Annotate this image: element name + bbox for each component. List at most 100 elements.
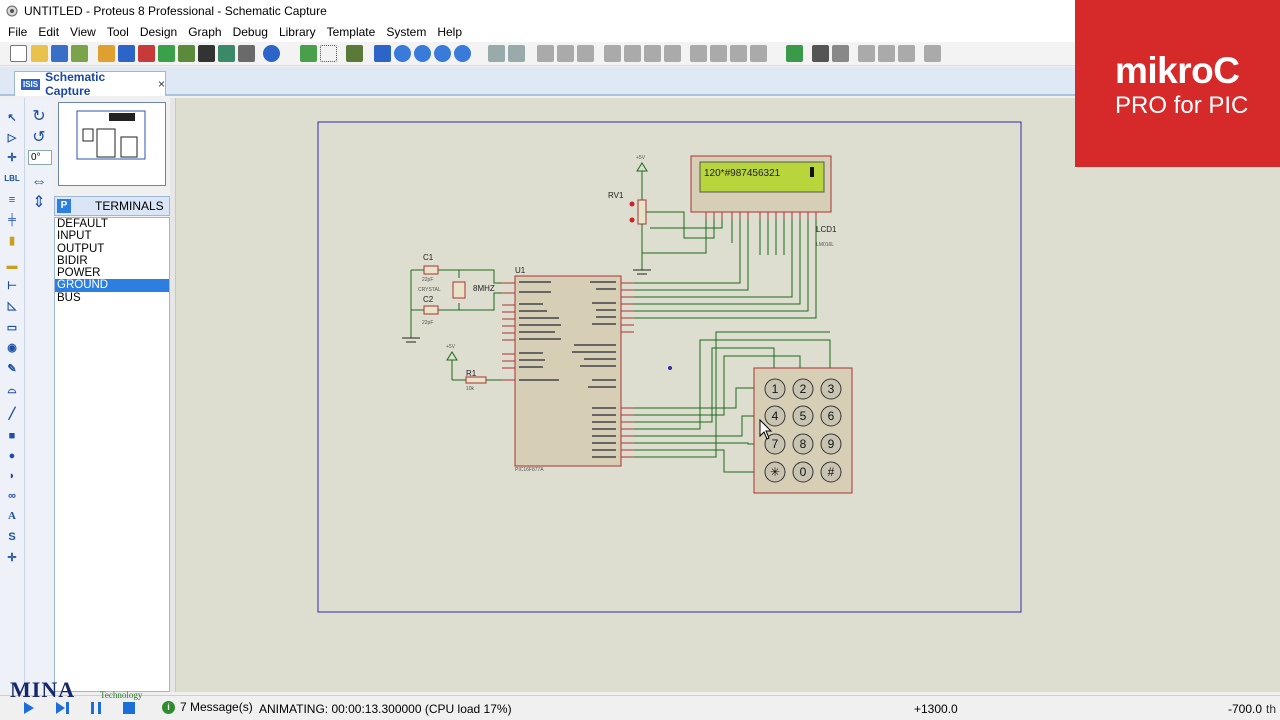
cut-icon[interactable] bbox=[537, 45, 554, 62]
copy-icon[interactable] bbox=[557, 45, 574, 62]
save-icon[interactable] bbox=[51, 45, 68, 62]
terminal-item-power[interactable]: POWER bbox=[57, 267, 101, 280]
lcd-wires bbox=[634, 211, 817, 319]
terminal-item-default[interactable]: DEFAULT bbox=[57, 218, 108, 230]
zoom-in-icon[interactable] bbox=[394, 45, 411, 62]
panel-splitter[interactable] bbox=[170, 98, 176, 692]
graph-mode-icon[interactable]: ◺ bbox=[7, 300, 17, 312]
mirror-x-icon[interactable]: ⇔ bbox=[31, 173, 47, 190]
block-copy-icon[interactable] bbox=[604, 45, 621, 62]
zoom-all-icon[interactable] bbox=[434, 45, 451, 62]
gerber-icon[interactable] bbox=[178, 45, 195, 62]
buses-icon[interactable]: ╪ bbox=[8, 214, 16, 226]
origin-icon[interactable] bbox=[346, 45, 363, 62]
pause-icon[interactable] bbox=[88, 700, 104, 716]
3d-view-icon[interactable] bbox=[158, 45, 175, 62]
decompose-icon[interactable] bbox=[750, 45, 767, 62]
delete-sheet-icon[interactable] bbox=[878, 45, 895, 62]
packaging-icon[interactable] bbox=[730, 45, 747, 62]
rotate-clockwise-icon[interactable]: ↻ bbox=[32, 108, 46, 125]
pcb-icon[interactable] bbox=[138, 45, 155, 62]
menu-library[interactable]: Library bbox=[278, 25, 316, 39]
bom-icon[interactable] bbox=[198, 45, 215, 62]
menu-edit[interactable]: Edit bbox=[38, 25, 60, 39]
refresh-icon[interactable] bbox=[300, 45, 317, 62]
search-icon[interactable] bbox=[812, 45, 829, 62]
block-rotate-icon[interactable] bbox=[644, 45, 661, 62]
circle-tool-icon[interactable]: ● bbox=[8, 450, 16, 462]
component-mode-icon[interactable]: ▷ bbox=[7, 132, 17, 144]
close-icon[interactable]: × bbox=[157, 77, 165, 91]
paste-icon[interactable] bbox=[577, 45, 594, 62]
menu-graph[interactable]: Graph bbox=[188, 25, 222, 39]
junction-dot-icon[interactable]: ✛ bbox=[7, 152, 17, 164]
new-file-icon[interactable] bbox=[10, 45, 27, 62]
line-tool-icon[interactable]: ╱ bbox=[8, 408, 16, 420]
sub-circuit-icon[interactable]: ▮ bbox=[8, 235, 16, 247]
terminal-item-bus[interactable]: BUS bbox=[57, 291, 81, 304]
help-icon[interactable] bbox=[263, 45, 280, 62]
device-pins-icon[interactable]: ⊢ bbox=[7, 280, 17, 292]
terminal-item-output[interactable]: OUTPUT bbox=[57, 242, 105, 255]
mirror-y-icon[interactable]: ⇕ bbox=[32, 194, 46, 211]
menu-view[interactable]: View bbox=[70, 25, 96, 39]
box-tool-icon[interactable]: ■ bbox=[8, 430, 16, 442]
grid-icon[interactable] bbox=[320, 45, 337, 62]
terminal-item-bidir[interactable]: BIDIR bbox=[57, 254, 88, 267]
zoom-area-icon[interactable] bbox=[454, 45, 471, 62]
menu-file[interactable]: File bbox=[8, 25, 28, 39]
block-delete-icon[interactable] bbox=[664, 45, 681, 62]
overview-window[interactable] bbox=[58, 102, 166, 186]
schematic-canvas[interactable]: C1 22pF C2 22pF 8MHZ CRYSTAL +5V R1 10k … bbox=[176, 98, 1280, 692]
step-icon[interactable] bbox=[54, 700, 70, 716]
wire-label-icon[interactable]: LBL bbox=[4, 174, 20, 183]
generator-mode-icon[interactable]: ◉ bbox=[7, 342, 17, 354]
messages-indicator[interactable]: i 7 Message(s) bbox=[162, 700, 253, 714]
menu-help[interactable]: Help bbox=[437, 25, 463, 39]
netlist-icon[interactable] bbox=[924, 45, 941, 62]
undo-icon[interactable] bbox=[488, 45, 505, 62]
pick-button[interactable]: P bbox=[57, 199, 71, 213]
text-tool-icon[interactable]: A bbox=[8, 510, 16, 522]
sheet-border bbox=[317, 121, 1022, 613]
block-move-icon[interactable] bbox=[624, 45, 641, 62]
menu-debug[interactable]: Debug bbox=[232, 25, 268, 39]
menu-template[interactable]: Template bbox=[326, 25, 376, 39]
terminals-mode-icon[interactable]: ▬ bbox=[6, 260, 18, 272]
tab-schematic-capture[interactable]: ISIS Schematic Capture × bbox=[14, 70, 166, 98]
new-sheet-icon[interactable] bbox=[858, 45, 875, 62]
menu-design[interactable]: Design bbox=[139, 25, 178, 39]
virtual-instruments-icon[interactable]: ⌓ bbox=[7, 384, 17, 396]
property-tool-icon[interactable] bbox=[832, 45, 849, 62]
exit-to-parent-icon[interactable] bbox=[898, 45, 915, 62]
source-code-icon[interactable] bbox=[218, 45, 235, 62]
rotation-angle-input[interactable] bbox=[28, 150, 52, 165]
open-folder-icon[interactable] bbox=[31, 45, 48, 62]
marker-tool-icon[interactable]: ✛ bbox=[7, 552, 17, 564]
stop-icon[interactable] bbox=[121, 700, 137, 716]
text-script-icon[interactable]: ≡ bbox=[8, 194, 16, 206]
import-icon[interactable] bbox=[71, 45, 88, 62]
make-device-icon[interactable] bbox=[710, 45, 727, 62]
pan-icon[interactable] bbox=[374, 45, 391, 62]
arc-tool-icon[interactable]: ◗ bbox=[8, 470, 16, 482]
wire-autorouter-icon[interactable] bbox=[786, 45, 803, 62]
menu-tool[interactable]: Tool bbox=[106, 25, 129, 39]
schematic-icon[interactable] bbox=[118, 45, 135, 62]
play-icon[interactable] bbox=[20, 700, 36, 716]
path-tool-icon[interactable]: ∞ bbox=[8, 490, 16, 502]
symbol-tool-icon[interactable]: S bbox=[8, 531, 16, 543]
menu-system[interactable]: System bbox=[386, 25, 427, 39]
zoom-out-icon[interactable] bbox=[414, 45, 431, 62]
pick-device-icon[interactable] bbox=[690, 45, 707, 62]
voltage-probe-icon[interactable]: ✎ bbox=[7, 363, 17, 375]
library-icon[interactable] bbox=[238, 45, 255, 62]
selection-mode-icon[interactable]: ↖ bbox=[7, 112, 17, 124]
rotate-anticlockwise-icon[interactable]: ↺ bbox=[32, 129, 46, 146]
tape-recorder-icon[interactable]: ▭ bbox=[6, 322, 18, 334]
redo-icon[interactable] bbox=[508, 45, 525, 62]
key-0: 0 bbox=[800, 465, 807, 479]
home-icon[interactable] bbox=[98, 45, 115, 62]
terminal-item-ground[interactable]: GROUND bbox=[55, 279, 169, 292]
terminal-item-input[interactable]: INPUT bbox=[57, 230, 92, 243]
